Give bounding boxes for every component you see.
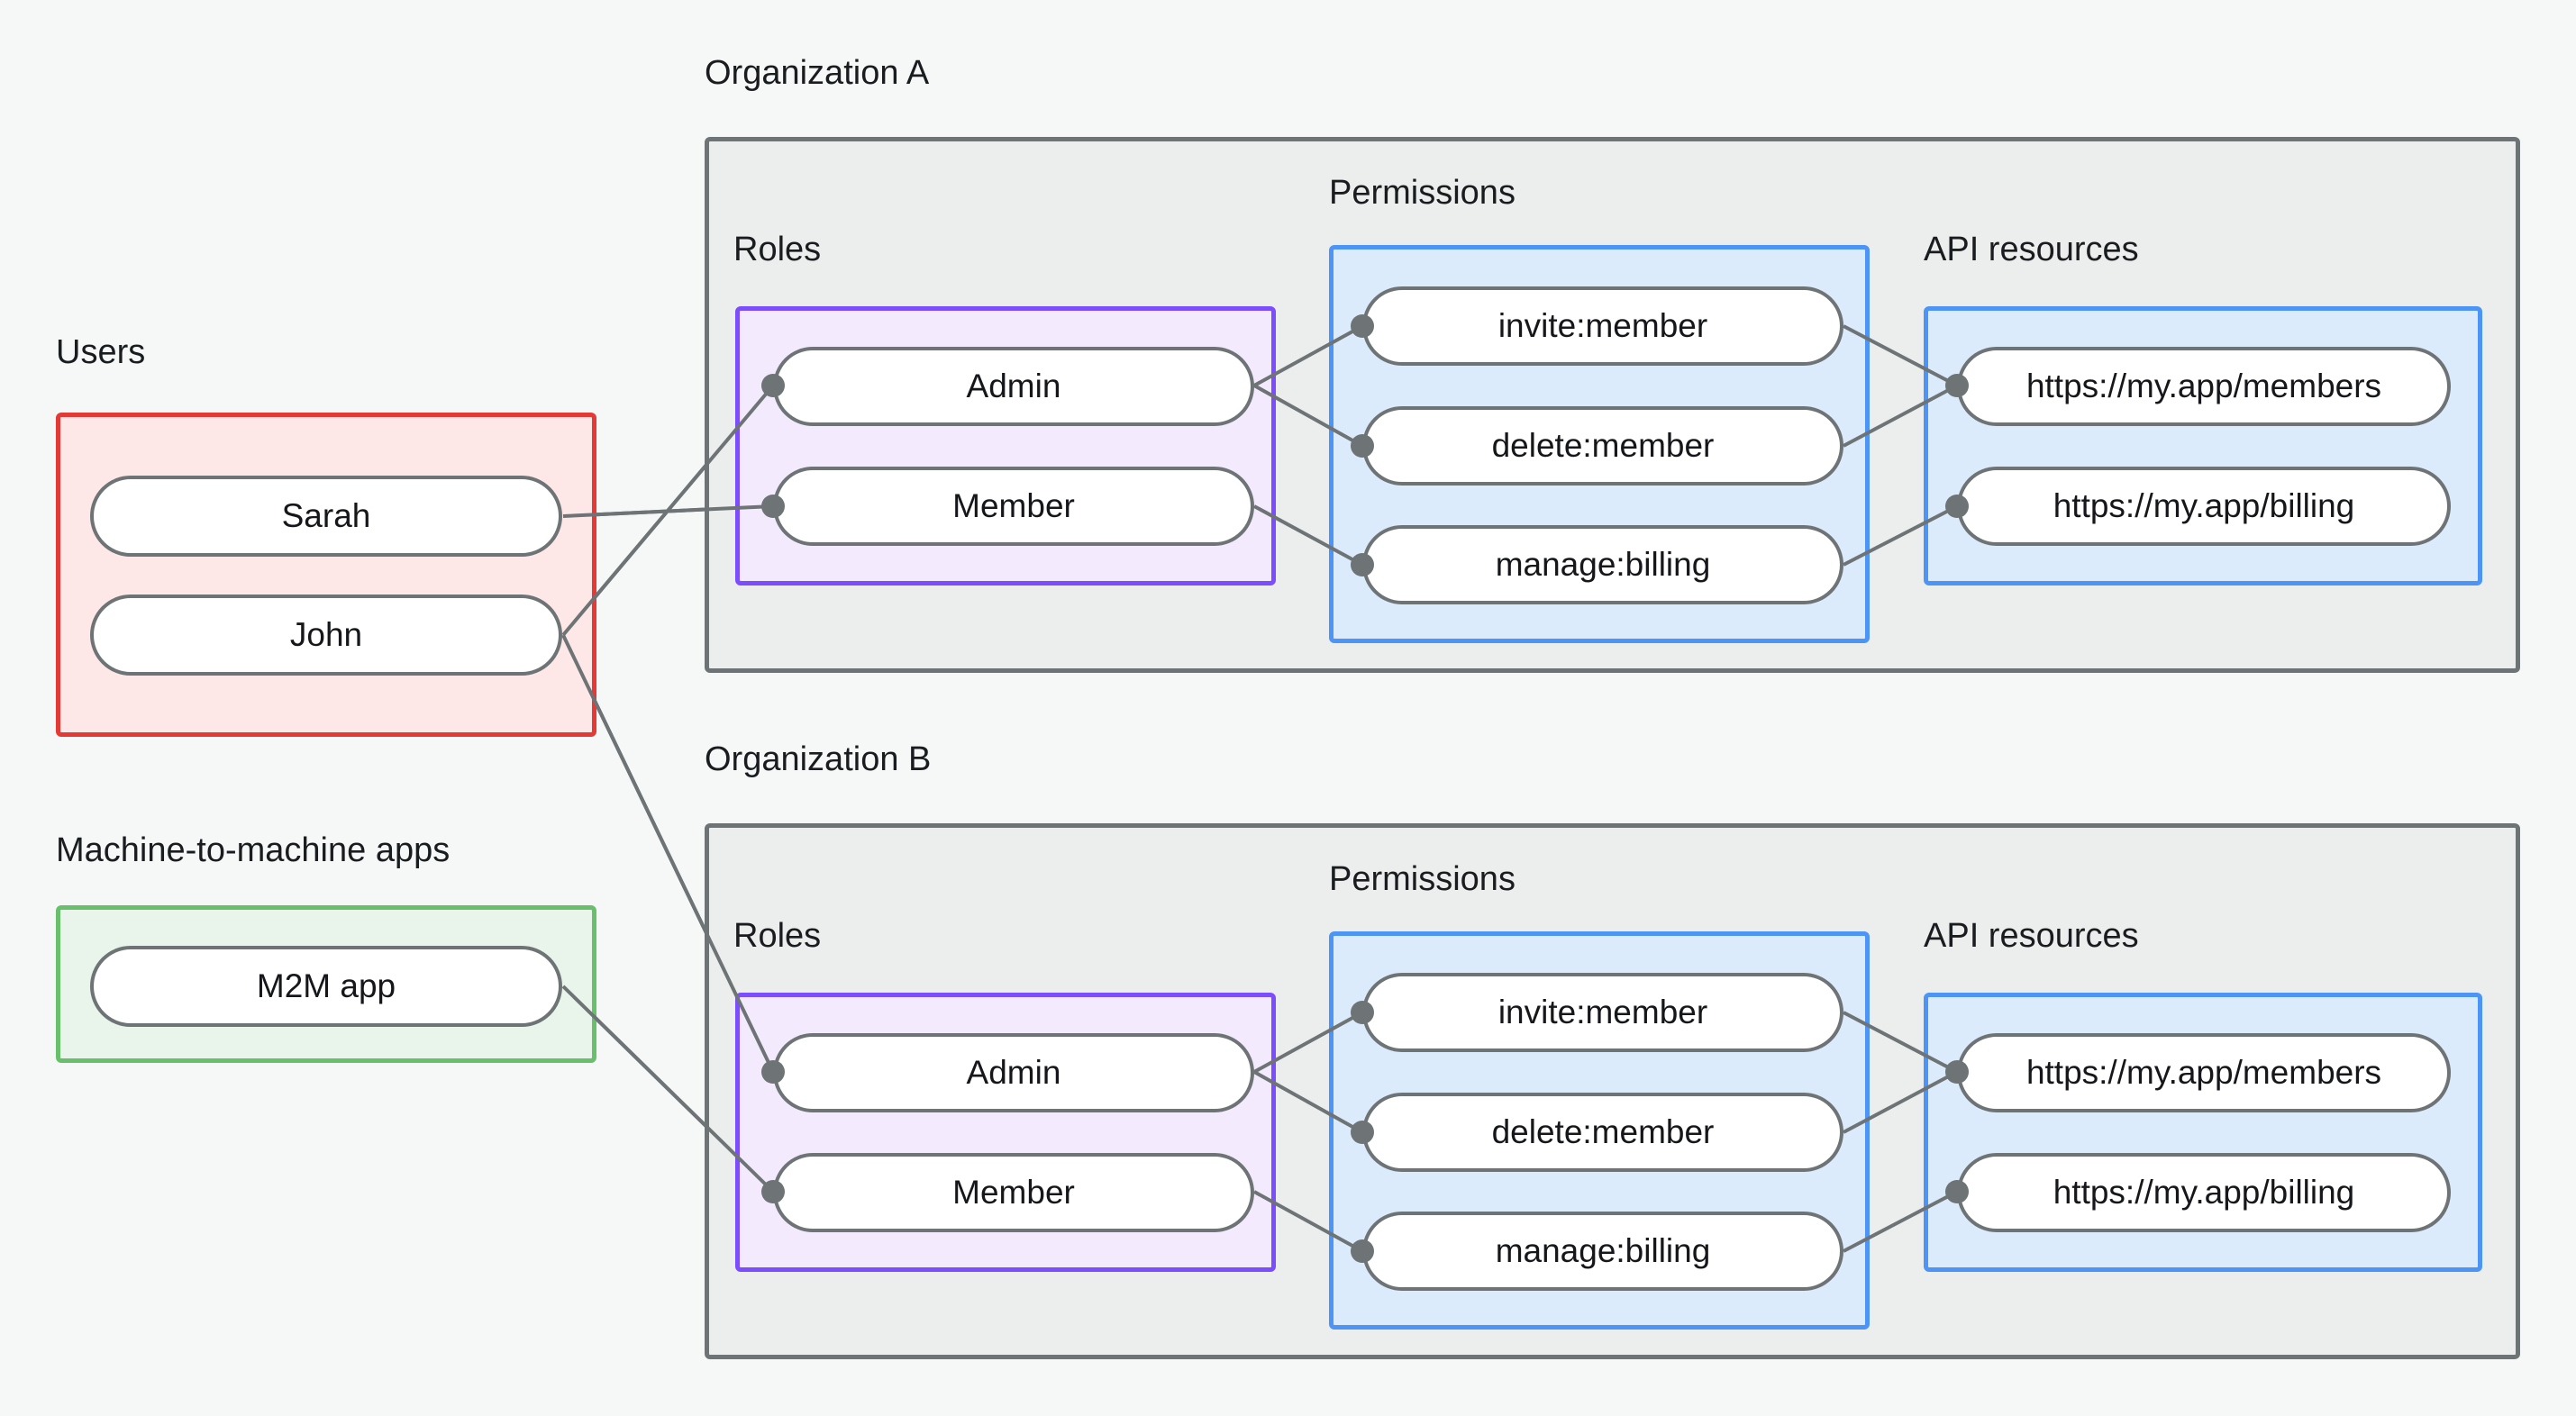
org-b-role-pill-admin[interactable]: Admin — [773, 1033, 1254, 1112]
users-caption: Users — [56, 333, 146, 371]
org-b-caption: Organization B — [705, 740, 932, 778]
org-a-api-pill-members[interactable]: https://my.app/members — [1957, 347, 2451, 426]
org-b-permission-pill-delete-member[interactable]: delete:member — [1362, 1093, 1843, 1172]
org-b-api-pill-billing[interactable]: https://my.app/billing — [1957, 1153, 2451, 1232]
org-a-permission-pill-manage-billing[interactable]: manage:billing — [1362, 525, 1843, 604]
org-a-api-caption: API resources — [1924, 231, 2139, 268]
org-a-caption: Organization A — [705, 54, 930, 92]
org-a-permission-pill-delete-member[interactable]: delete:member — [1362, 406, 1843, 486]
user-pill-sarah[interactable]: Sarah — [90, 476, 562, 557]
m2m-pill-app[interactable]: M2M app — [90, 946, 562, 1027]
org-a-permission-pill-invite-member[interactable]: invite:member — [1362, 286, 1843, 366]
org-a-roles-caption: Roles — [733, 231, 822, 268]
m2m-caption: Machine-to-machine apps — [56, 831, 451, 869]
users-group — [56, 413, 596, 737]
user-pill-john[interactable]: John — [90, 595, 562, 676]
org-a-permissions-caption: Permissions — [1329, 174, 1516, 212]
org-b-permission-pill-invite-member[interactable]: invite:member — [1362, 973, 1843, 1052]
org-a-role-pill-admin[interactable]: Admin — [773, 347, 1254, 426]
org-a-api-pill-billing[interactable]: https://my.app/billing — [1957, 467, 2451, 546]
org-a-role-pill-member[interactable]: Member — [773, 467, 1254, 546]
org-b-roles-caption: Roles — [733, 917, 822, 955]
org-b-permission-pill-manage-billing[interactable]: manage:billing — [1362, 1212, 1843, 1291]
org-b-role-pill-member[interactable]: Member — [773, 1153, 1254, 1232]
org-b-api-caption: API resources — [1924, 917, 2139, 955]
org-b-api-pill-members[interactable]: https://my.app/members — [1957, 1033, 2451, 1112]
org-b-permissions-caption: Permissions — [1329, 860, 1516, 898]
